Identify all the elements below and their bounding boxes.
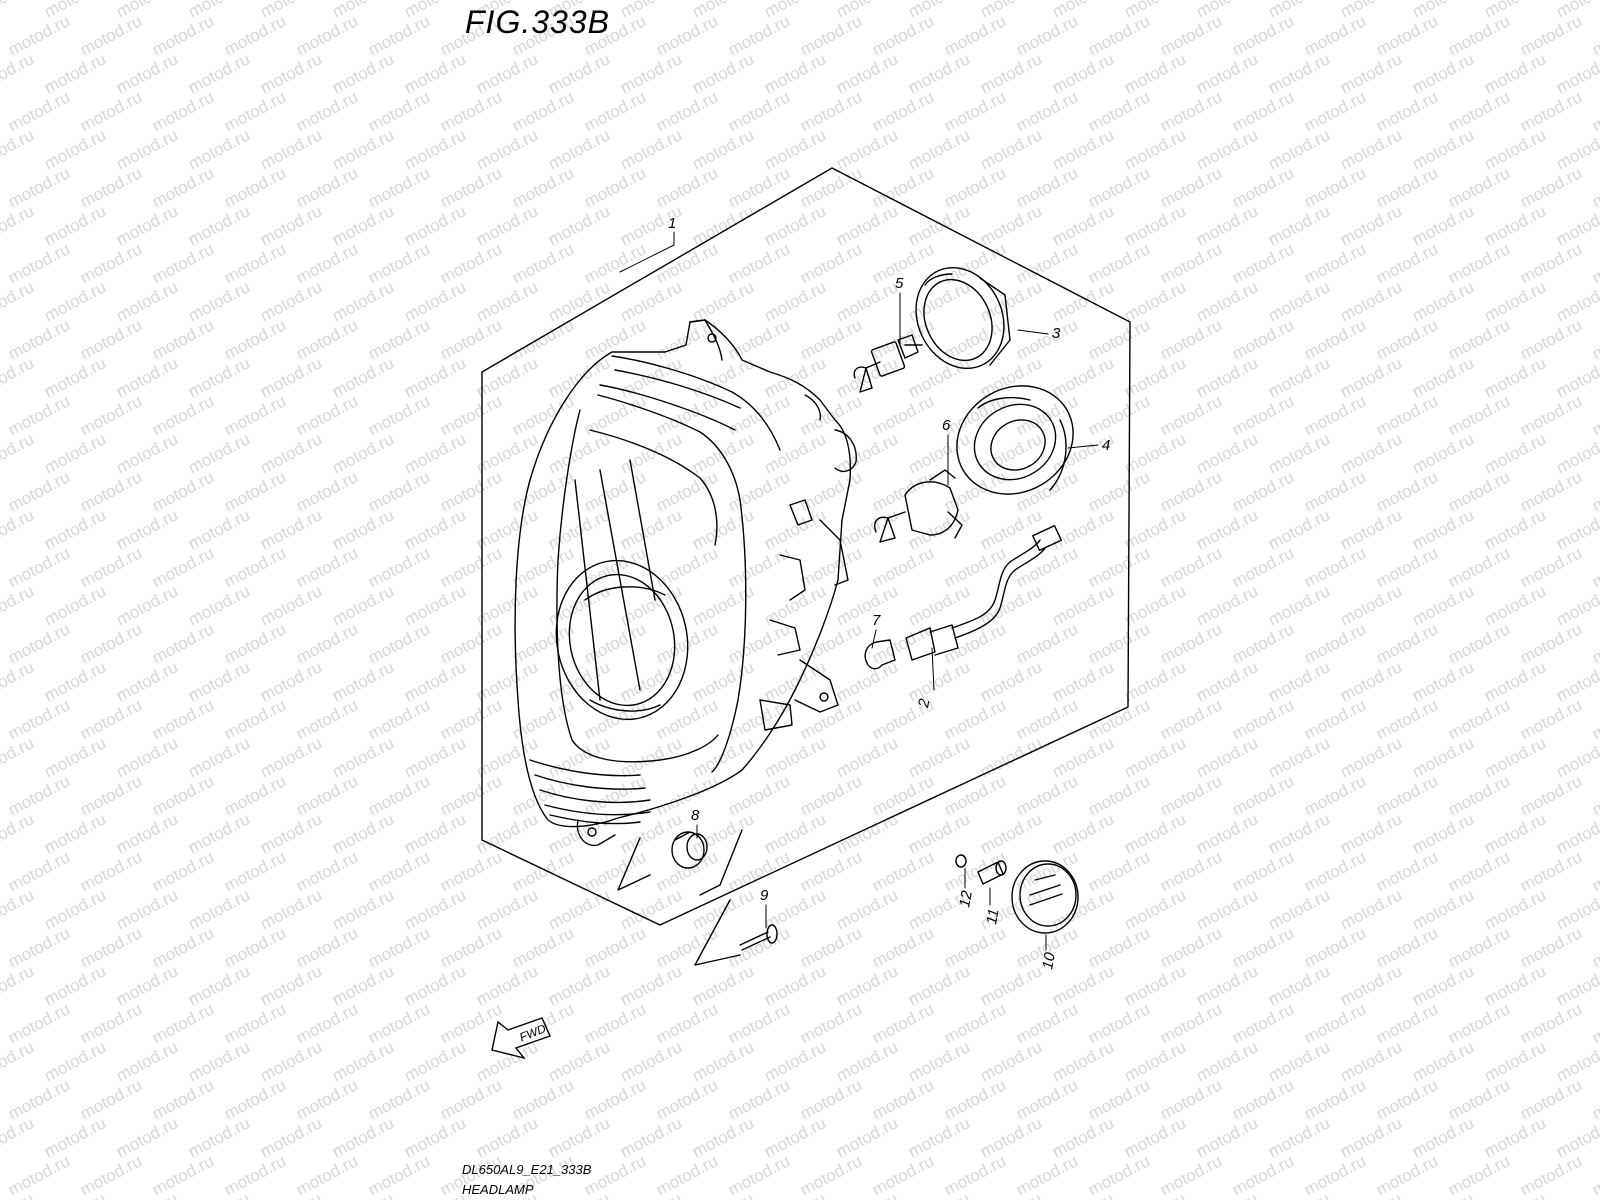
part-4-cover — [956, 385, 1074, 495]
callout-3: 3 — [1052, 325, 1061, 342]
callout-1: 1 — [668, 215, 676, 232]
part-7-bulb — [864, 639, 896, 670]
part-5-bulb — [853, 334, 923, 393]
part-12-washer — [955, 854, 967, 868]
part-10-reflector — [1011, 860, 1079, 934]
part-9-screw — [694, 899, 778, 966]
part-8-grommet — [617, 829, 743, 896]
leader-lines — [619, 231, 1099, 951]
forward-arrow-icon: FWD — [491, 1017, 551, 1060]
part-11-pin — [977, 860, 1007, 885]
callout-9: 9 — [760, 887, 769, 904]
part-3-ring — [915, 266, 1011, 370]
callout-8: 8 — [691, 807, 700, 824]
callout-6: 6 — [942, 417, 951, 434]
part-6-bulb — [874, 469, 963, 543]
callouts: 1 2 3 4 5 6 7 8 9 10 11 12 — [668, 215, 1110, 971]
callout-2: 2 — [915, 697, 933, 710]
part-2-socket — [905, 524, 1062, 661]
headlamp-housing — [514, 319, 857, 847]
callout-12: 12 — [956, 889, 976, 909]
callout-10: 10 — [1039, 951, 1059, 971]
figure-name: HEADLAMP — [462, 1182, 534, 1197]
callout-5: 5 — [895, 275, 904, 292]
figure-code: DL650AL9_E21_333B — [462, 1162, 592, 1177]
callout-11: 11 — [983, 907, 1002, 925]
callout-4: 4 — [1102, 437, 1110, 454]
callout-7: 7 — [872, 612, 881, 629]
